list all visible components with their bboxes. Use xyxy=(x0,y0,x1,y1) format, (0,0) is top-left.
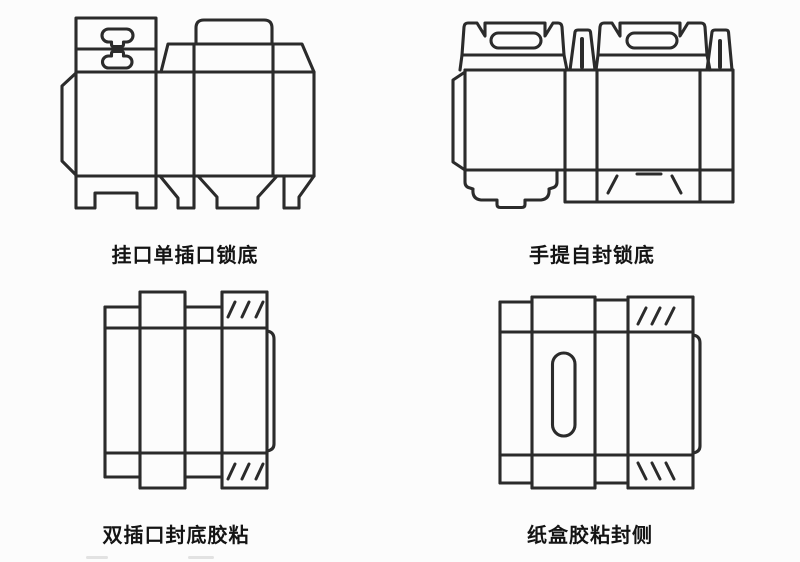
diagram-caption: 挂口单插口锁底 xyxy=(111,243,259,267)
top-flaps xyxy=(103,290,269,319)
hatch-mark xyxy=(240,462,251,481)
dust-flap xyxy=(272,42,316,74)
side-glue-flap xyxy=(691,333,702,455)
tuck-flap xyxy=(194,18,274,46)
hatch-mark xyxy=(636,461,648,481)
hatch-mark xyxy=(650,306,662,326)
side-glue-flap xyxy=(60,71,78,177)
hatch-mark xyxy=(664,306,676,326)
dieline-glued-side-seal-drawing xyxy=(498,295,702,490)
handle-flap-left xyxy=(458,21,569,72)
top-flaps xyxy=(498,295,695,326)
handle-flap-right xyxy=(594,21,712,72)
lock-bottom-flaps xyxy=(74,174,316,210)
hang-hole-top xyxy=(100,27,135,49)
cropped-artifact xyxy=(188,556,214,559)
diagram-caption: 手提自封锁底 xyxy=(529,243,655,267)
hatch-mark xyxy=(664,461,676,481)
top-flaps xyxy=(159,18,316,74)
handle-oval-hole xyxy=(489,31,543,50)
slot-flap xyxy=(705,28,734,72)
side-glue-flap xyxy=(451,70,467,172)
handle-oval-hole xyxy=(625,31,679,50)
dust-flap xyxy=(159,42,196,74)
box-body xyxy=(498,295,695,490)
hatch-mark xyxy=(254,462,265,481)
hatch-mark xyxy=(650,461,662,481)
hatch-mark xyxy=(240,300,251,319)
cropped-artifact xyxy=(86,556,108,559)
diagram-caption: 双插口封底胶粘 xyxy=(102,523,250,547)
display-window-slot xyxy=(550,351,577,438)
dieline-handle-self-seal-drawing xyxy=(451,21,735,210)
box-body xyxy=(103,290,269,490)
hatch-mark xyxy=(254,300,265,319)
side-glue-flap xyxy=(265,329,276,453)
bottom-flaps xyxy=(103,462,269,490)
dieline-double-tuck-glued-drawing xyxy=(103,290,276,490)
hatch-mark xyxy=(226,300,237,319)
hang-tab-panels xyxy=(74,16,158,74)
slot-flap xyxy=(568,28,597,72)
box-body xyxy=(74,42,316,178)
diagram-caption: 纸盒胶粘封侧 xyxy=(527,523,653,547)
box-body xyxy=(463,68,735,172)
hang-hole-bottom xyxy=(100,49,134,70)
hatch-mark xyxy=(226,462,237,481)
self-seal-bottom xyxy=(463,168,735,210)
lock-tab-flap xyxy=(463,168,559,210)
dieline-hang-tab-lock-bottom-drawing xyxy=(60,16,316,210)
bottom-flaps xyxy=(498,461,695,490)
hatch-mark xyxy=(636,306,648,326)
